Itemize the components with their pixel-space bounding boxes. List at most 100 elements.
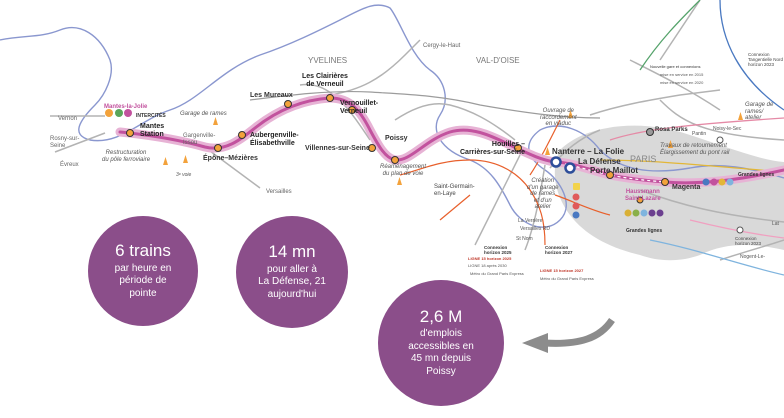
stat-circle-trains: 6 trains par heure en période de pointe (88, 216, 198, 326)
stat-jobs-value: 2,6 M (419, 306, 463, 326)
rail-network (50, 0, 784, 261)
versailles-rd-label: Versailles RD (520, 226, 550, 232)
town-versailles: Versailles (266, 189, 292, 195)
town-noisy: Noisy-le-Sec (713, 126, 742, 132)
town-cergy: Cergy-le-Haut (423, 43, 461, 49)
station-dot-grey-1 (716, 136, 724, 144)
town-evreux: Évreux (60, 161, 79, 168)
station-label-epone: Épône–Mézières (203, 153, 258, 162)
station-dot-porte-maillot[interactable] (606, 171, 614, 179)
mise-service-2015-label: mise en service en 2015 (660, 72, 704, 77)
station-label-les-mureaux: Les Mureaux (250, 92, 293, 99)
station-label-poissy: Poissy (385, 135, 408, 142)
line-badges-defense (572, 183, 580, 219)
station-label-magenta: Magenta (672, 184, 701, 191)
metro-gpe-label-1: Métro du Grand Paris Express (470, 271, 524, 276)
gargenville-label: Gargenville- Issou (183, 133, 216, 146)
region-yvelines: YVELINES (308, 56, 347, 65)
connexion-2027-label: Connexion horizon 2027 (545, 245, 573, 256)
intercites-badge: INTERCITÉS (136, 111, 166, 119)
station-dot-villennes[interactable] (368, 144, 376, 152)
creation-label: Création d'un garage de rames et d'un at… (527, 178, 559, 211)
station-dot-clairieres[interactable] (326, 94, 334, 102)
station-dot-la-defense[interactable] (564, 162, 576, 174)
ligne-18-label: LIGNE 18 après 2030 (468, 263, 507, 268)
stat-circle-travel-time: 14 mn pour aller à La Défense, 21 aujour… (236, 216, 348, 328)
stat-trains-value: 6 trains (115, 240, 171, 260)
station-label-aubergenville: Aubergenville- Élisabethville (250, 132, 299, 147)
station-label-la-defense: La Défense (578, 157, 621, 166)
la-verriere-label: La Verrière (518, 218, 543, 224)
construction-cones (163, 110, 743, 185)
cone-icon (213, 117, 218, 125)
mise-service-2020-label: mise en service en 2020 (660, 80, 704, 85)
station-dot-grey-2 (736, 226, 744, 234)
st-nom-label: St Nom (516, 236, 533, 242)
connexion-t4-label: Connexion Tangentielle Nord horizon 2023 (748, 52, 784, 68)
station-label-mantes-station: Mantes Station (140, 123, 165, 138)
cone-icon (738, 112, 743, 120)
stat-jobs-caption: d'emplois accessibles en 45 mn depuis Po… (408, 328, 474, 377)
garage-est-label: Garage de rames/ atelier (745, 102, 774, 122)
cone-icon (545, 147, 550, 155)
town-saint-germain: Saint-Germain- en-Laye (434, 184, 475, 197)
seine-river (0, 4, 784, 228)
station-label-porte-maillot: Porte Maillot (590, 166, 638, 175)
station-label-rosa-parks: Rosa Parks (655, 127, 688, 133)
station-label-clairieres: Les Clairières de Verneuil (302, 73, 348, 88)
station-label-villennes: Villennes-sur-Seine (305, 145, 370, 152)
grandes-lignes-label-2: Grandes lignes (738, 172, 774, 178)
reamenagement-label: Réaménagement du plan de voie (380, 164, 427, 177)
restructuration-label: Restructuration du pôle ferroviaire (102, 150, 151, 163)
curved-arrow (544, 317, 615, 347)
town-lat: Lat (772, 221, 780, 227)
stat-time-caption: pour aller à La Défense, 21 aujourd'hui (258, 263, 326, 300)
troisieme-voie-label: 3ᵉ voie (176, 172, 191, 178)
future-lines (399, 119, 611, 246)
ligne-15b-label: LIGNE 15 horizon 2027 (540, 268, 584, 273)
region-paris: PARIS (630, 154, 656, 164)
station-dot-houilles[interactable] (514, 144, 522, 152)
department-border (249, 90, 601, 119)
station-dot-rosa-parks[interactable] (646, 128, 654, 136)
rer-e-line (118, 96, 784, 185)
station-dot-haussmann[interactable] (636, 196, 644, 204)
stat-trains-caption: par heure en période de pointe (114, 262, 172, 299)
station-label-nanterre: Nanterre – La Folie (552, 147, 625, 156)
station-dot-nanterre[interactable] (550, 156, 562, 168)
cone-icon (568, 110, 573, 118)
station-dot-poissy[interactable] (391, 156, 399, 164)
cone-icon (163, 157, 168, 165)
grandes-lignes-label: Grandes lignes (626, 228, 662, 234)
cone-icon (397, 177, 402, 185)
town-pantin: Pantin (692, 131, 706, 137)
line-badges-magenta (702, 178, 734, 186)
stations (126, 94, 744, 234)
line-badges-mantes (105, 109, 132, 117)
station-label-houilles: Houilles – Carrières-sur-Seine (460, 141, 525, 156)
cone-icon (668, 140, 673, 148)
travaux-label: Travaux de retournement Élargissement du… (660, 143, 730, 156)
ouvrage-label: Ouvrage de raccordement en viaduc (540, 108, 577, 128)
town-nogent: Nogent-Le- (740, 254, 765, 260)
line-badges-haussmann (624, 209, 664, 217)
station-dot-epone[interactable] (214, 144, 222, 152)
garage-mantes-label: Garage de rames (180, 111, 227, 117)
station-dot-magenta[interactable] (661, 178, 669, 186)
rer-e-tunnel (564, 163, 666, 183)
stat-circle-jobs: 2,6 M d'emplois accessibles en 45 mn dep… (378, 280, 504, 406)
stat-time-value: 14 mn (268, 241, 316, 261)
station-dot-vernouillet[interactable] (348, 106, 356, 114)
connexion-2025-label: Connexion horizon 2025 (484, 245, 512, 256)
nouvelles-gares-label: Nouvelle gare et connexions (650, 64, 700, 69)
connexion-nogent-label: Connexion horizon 2023 (735, 236, 762, 247)
metro-gpe-label-2: Métro du Grand Paris Express (540, 276, 594, 281)
cone-icon (183, 155, 188, 163)
station-dot-aubergenville[interactable] (238, 131, 246, 139)
station-label-haussmann: Haussmann Saint-Lazare (625, 189, 661, 202)
station-dot-les-mureaux[interactable] (284, 100, 292, 108)
region-val-d-oise: VAL-D'OISE (476, 56, 520, 65)
station-dot-mantes[interactable] (126, 129, 134, 137)
